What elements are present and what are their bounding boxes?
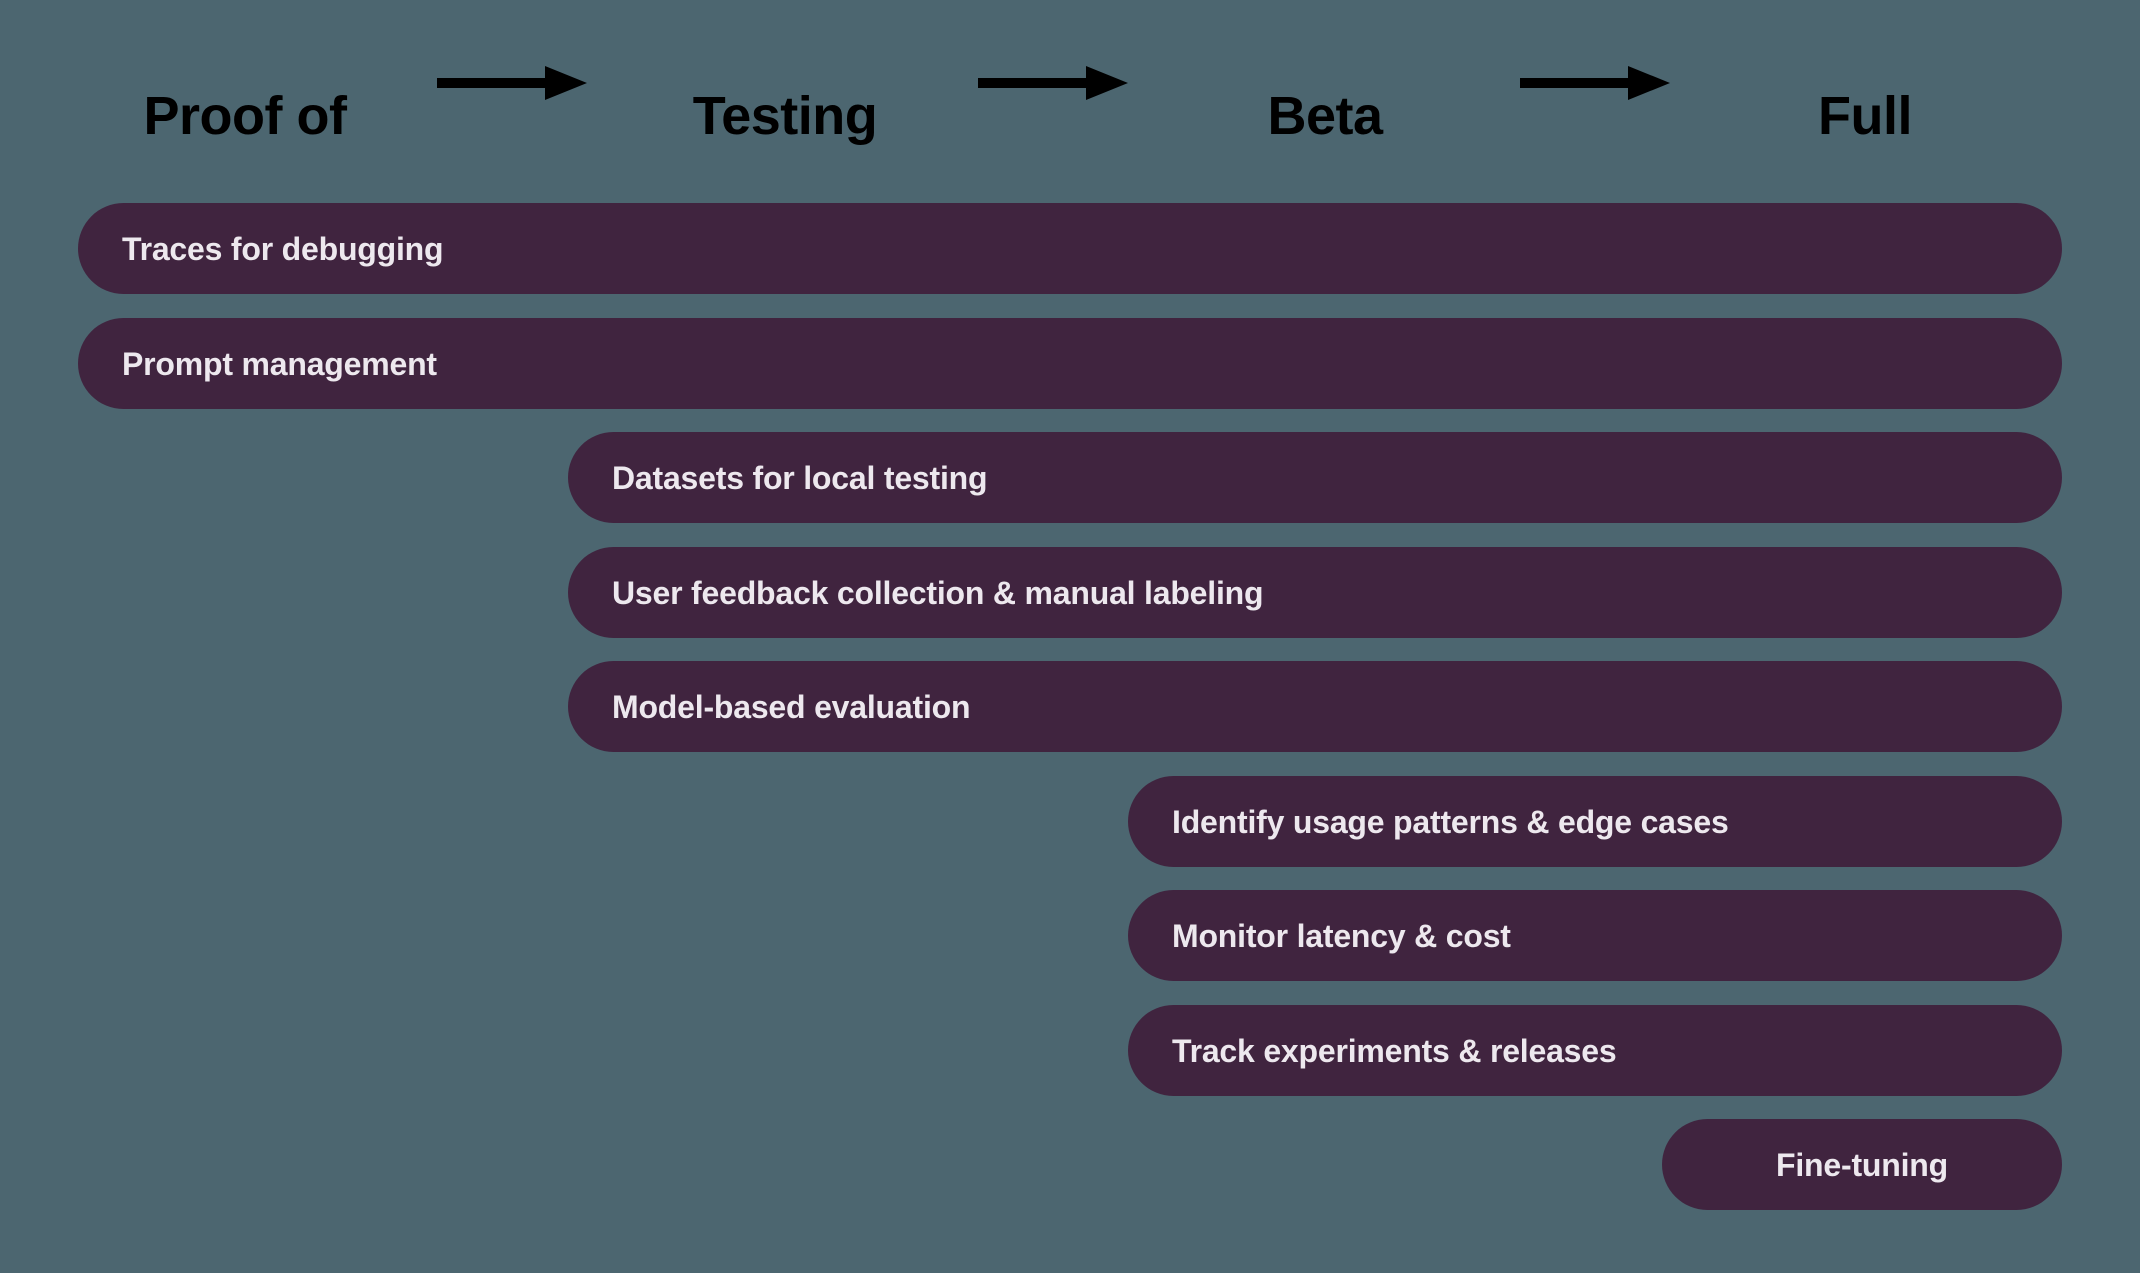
capability-pill-label: Track experiments & releases bbox=[1172, 1032, 1617, 1069]
capability-pill-label: Prompt management bbox=[122, 345, 437, 382]
arrow-right-icon-2 bbox=[978, 62, 1128, 104]
stage-label-line1: Proof of bbox=[143, 86, 347, 146]
capability-pill-label: Identify usage patterns & edge cases bbox=[1172, 803, 1729, 840]
capability-pill-prompt-management[interactable]: Prompt management bbox=[78, 318, 2062, 409]
arrow-right-icon-1 bbox=[437, 62, 587, 104]
capability-pill-fine-tuning[interactable]: Fine-tuning bbox=[1662, 1119, 2062, 1210]
capability-pill-label: Fine-tuning bbox=[1776, 1146, 1948, 1183]
capability-pill-label: User feedback collection & manual labeli… bbox=[612, 574, 1264, 611]
stage-label-line1: Full bbox=[1818, 86, 1912, 146]
capability-pill-datasets-for-local-testing[interactable]: Datasets for local testing bbox=[568, 432, 2062, 523]
capability-pill-label: Model-based evaluation bbox=[612, 688, 971, 725]
capability-pill-track-experiments-and-releases[interactable]: Track experiments & releases bbox=[1128, 1005, 2062, 1096]
capability-pill-monitor-latency-and-cost[interactable]: Monitor latency & cost bbox=[1128, 890, 2062, 981]
arrow-right-icon-3 bbox=[1520, 62, 1670, 104]
capability-pill-label: Monitor latency & cost bbox=[1172, 917, 1511, 954]
stage-label-line1: Beta bbox=[1267, 86, 1383, 146]
capability-pill-traces-for-debugging[interactable]: Traces for debugging bbox=[78, 203, 2062, 294]
capability-pill-user-feedback-collection[interactable]: User feedback collection & manual labeli… bbox=[568, 547, 2062, 638]
stage-header-row: Proof of concept Testing & staging Beta … bbox=[0, 0, 2140, 282]
capability-pill-model-based-evaluation[interactable]: Model-based evaluation bbox=[568, 661, 2062, 752]
capability-pill-label: Datasets for local testing bbox=[612, 459, 988, 496]
capability-pill-identify-usage-patterns[interactable]: Identify usage patterns & edge cases bbox=[1128, 776, 2062, 867]
stage-label-line1: Testing bbox=[692, 86, 878, 146]
capability-pill-label: Traces for debugging bbox=[122, 230, 444, 267]
